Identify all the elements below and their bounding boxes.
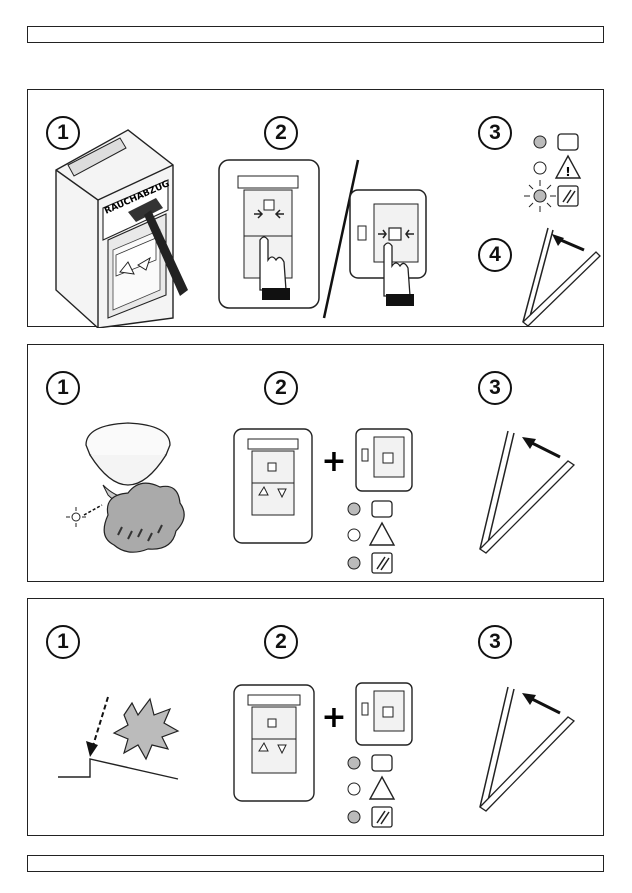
step-number: 3 <box>489 630 501 654</box>
step-2-badge: 2 <box>264 116 298 150</box>
step-3-badge: 3 <box>478 116 512 150</box>
smoke-detector-illustration <box>66 423 184 552</box>
plus-sign: + <box>321 700 346 735</box>
rain-wind-sensor-illustration <box>58 697 178 779</box>
panel-smoke-release: + 1 2 3 <box>27 344 604 582</box>
window-open-illustration <box>480 431 574 553</box>
window-open-illustration <box>523 228 600 326</box>
header-bar <box>27 26 604 43</box>
step-number: 3 <box>489 376 501 400</box>
panel-manual-release: RAUCHABZUG <box>27 89 604 327</box>
step-number: 1 <box>57 121 69 145</box>
step-number: 3 <box>489 121 501 145</box>
svg-text:!: ! <box>565 165 570 179</box>
step-1-badge: 1 <box>46 371 80 405</box>
plus-sign: + <box>321 444 346 479</box>
window-open-illustration <box>480 687 574 811</box>
status-indicators <box>348 755 394 827</box>
step-2-badge: 2 <box>264 371 298 405</box>
step-number: 2 <box>275 630 287 654</box>
control-panel-illustration <box>234 429 312 543</box>
panel-3-illustration: + <box>28 599 605 837</box>
small-control-illustration <box>356 429 412 491</box>
step-1-badge: 1 <box>46 625 80 659</box>
step-2-badge: 2 <box>264 625 298 659</box>
step-4-badge: 4 <box>478 238 512 272</box>
step-number: 2 <box>275 376 287 400</box>
panel-rain-close: + 1 2 3 <box>27 598 604 836</box>
control-panel-illustration <box>234 685 314 801</box>
control-panel-illustration <box>219 160 319 308</box>
step-3-badge: 3 <box>478 625 512 659</box>
step-number: 1 <box>57 376 69 400</box>
step-number: 2 <box>275 121 287 145</box>
step-number: 1 <box>57 630 69 654</box>
step-3-badge: 3 <box>478 371 512 405</box>
small-control-illustration <box>350 190 426 306</box>
step-1-badge: 1 <box>46 116 80 150</box>
status-indicators <box>348 501 394 573</box>
panel-2-illustration: + <box>28 345 605 583</box>
small-control-illustration <box>356 683 412 745</box>
panel-1-illustration: RAUCHABZUG <box>28 90 605 328</box>
status-indicators: ! <box>524 134 580 212</box>
release-box-illustration <box>56 130 188 328</box>
step-number: 4 <box>489 243 501 267</box>
footer-bar <box>27 855 604 872</box>
